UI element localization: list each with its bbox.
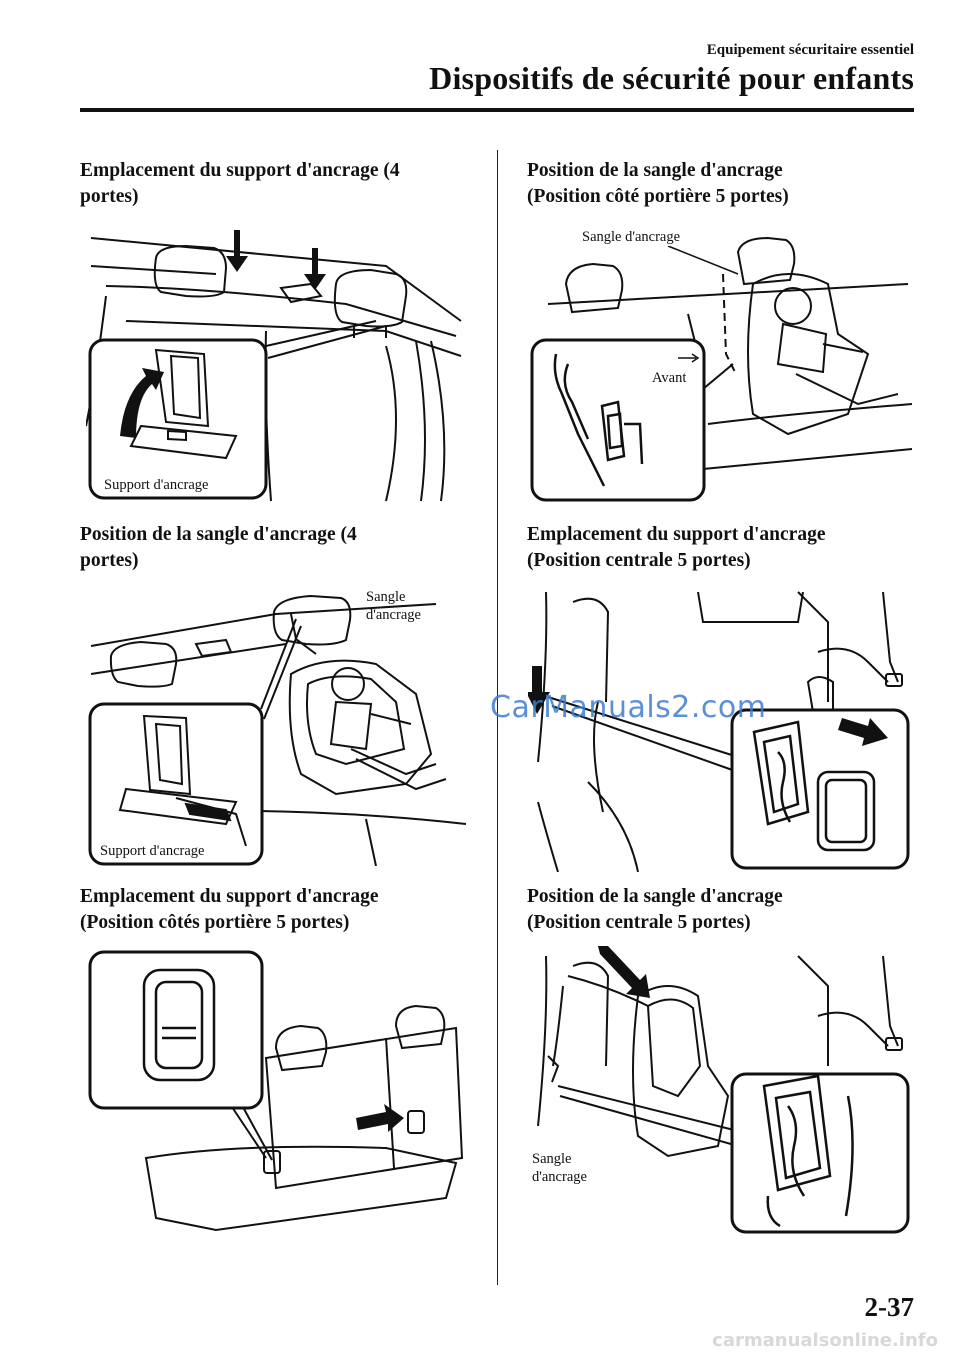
figure-tether-side-5door: Sangle d'ancrage Avant bbox=[528, 224, 912, 504]
illustration-child-seat-tether bbox=[88, 594, 466, 866]
heading-fig6: Position de la sangle d'ancrage (Positio… bbox=[527, 884, 783, 936]
heading-fig6-line1: Position de la sangle d'ancrage bbox=[527, 886, 783, 907]
label-sangle-ancrage-fig4: Sangle d'ancrage bbox=[580, 228, 683, 246]
heading-fig3: Emplacement du support d'ancrage (Positi… bbox=[80, 884, 378, 936]
header-rule bbox=[80, 108, 914, 112]
heading-fig5-line2: (Position centrale 5 portes) bbox=[527, 550, 751, 571]
illustration-seat-back-center bbox=[528, 591, 910, 872]
page-title: Dispositifs de sécurité pour enfants bbox=[429, 60, 914, 96]
footer-site-text: carmanualsonline.info bbox=[712, 1330, 938, 1351]
heading-fig2: Position de la sangle d'ancrage (4 porte… bbox=[80, 522, 357, 574]
section-title: Equipement sécuritaire essentiel bbox=[706, 42, 914, 58]
illustration-rear-shelf bbox=[86, 230, 462, 502]
heading-fig6-line2: (Position centrale 5 portes) bbox=[527, 912, 751, 933]
heading-fig4: Position de la sangle d'ancrage (Positio… bbox=[527, 158, 789, 210]
figure-tether-position-4door: Sangle d'ancrage Support d'ancrage bbox=[86, 584, 466, 866]
page-number: 2-37 bbox=[864, 1292, 915, 1322]
figure-anchor-support-4door: Support d'ancrage bbox=[86, 226, 466, 502]
label-support-ancrage-fig2: Support d'ancrage bbox=[98, 842, 207, 860]
illustration-child-seat-center bbox=[537, 946, 910, 1234]
label-sangle-fig2-line2: d'ancrage bbox=[366, 607, 421, 623]
label-sangle-fig2-line1: Sangle bbox=[366, 589, 406, 605]
figure-anchor-center-5door bbox=[528, 582, 912, 872]
label-avant: Avant bbox=[650, 369, 689, 387]
watermark-text: CarManuals2.com bbox=[490, 690, 767, 725]
label-sangle-fig6-line2: d'ancrage bbox=[532, 1169, 587, 1185]
illustration-rear-bench bbox=[88, 950, 464, 1232]
column-divider bbox=[497, 150, 498, 1285]
figure-anchor-side-5door bbox=[86, 948, 466, 1234]
heading-fig5: Emplacement du support d'ancrage (Positi… bbox=[527, 522, 825, 574]
heading-fig3-line1: Emplacement du support d'ancrage bbox=[80, 886, 379, 907]
heading-fig2-line1: Position de la sangle d'ancrage (4 bbox=[80, 524, 357, 545]
figure-tether-center-5door: Sangle d'ancrage bbox=[528, 946, 912, 1236]
heading-fig1-line1: Emplacement du support d'ancrage (4 bbox=[80, 160, 400, 181]
label-sangle-fig6-line1: Sangle bbox=[532, 1151, 572, 1167]
label-support-ancrage-fig1: Support d'ancrage bbox=[102, 476, 211, 494]
heading-fig4-line2: (Position côté portière 5 portes) bbox=[527, 186, 789, 207]
heading-fig4-line1: Position de la sangle d'ancrage bbox=[527, 160, 783, 181]
label-sangle-fig2: Sangle d'ancrage bbox=[364, 588, 454, 624]
heading-fig5-line1: Emplacement du support d'ancrage bbox=[527, 524, 826, 545]
heading-fig1: Emplacement du support d'ancrage (4 port… bbox=[80, 158, 400, 210]
heading-fig1-line2: portes) bbox=[80, 186, 139, 207]
heading-fig2-line2: portes) bbox=[80, 550, 139, 571]
illustration-child-seat-side bbox=[530, 236, 912, 502]
label-sangle-fig6: Sangle d'ancrage bbox=[530, 1150, 620, 1186]
heading-fig3-line2: (Position côtés portière 5 portes) bbox=[80, 912, 350, 933]
